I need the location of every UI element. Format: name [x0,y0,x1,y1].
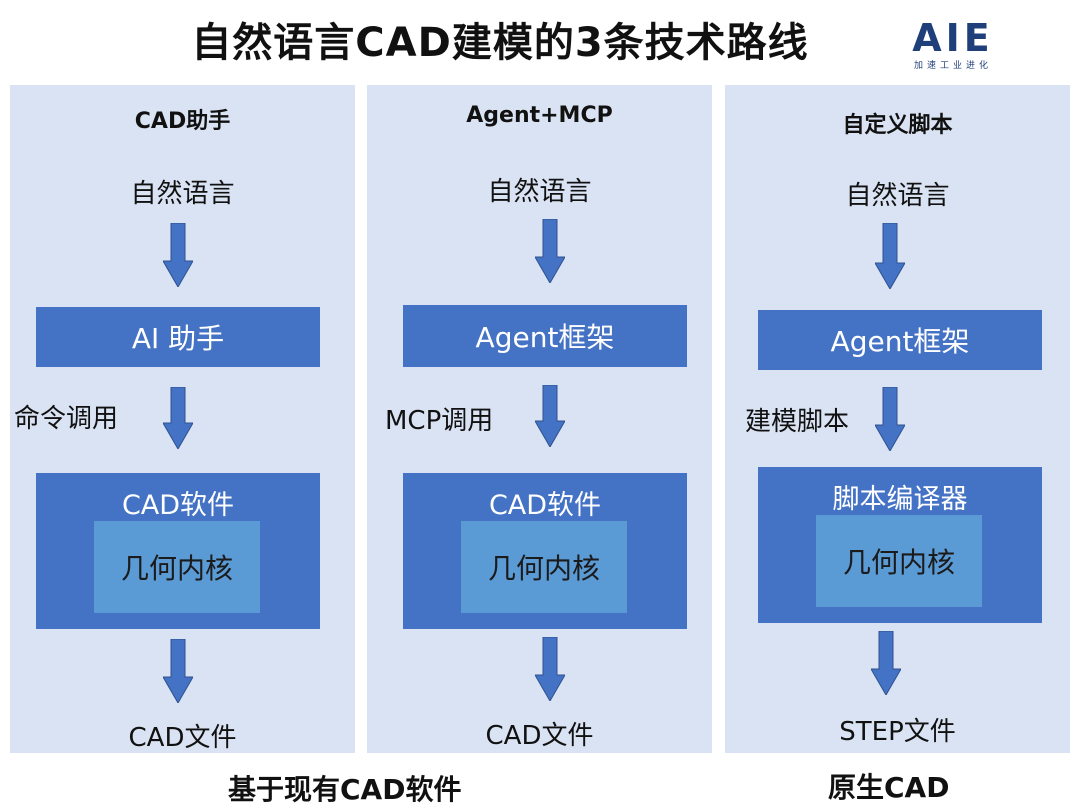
down-arrow-icon [535,219,565,283]
edge-label: MCP调用 [385,406,494,436]
input-label: 自然语言 [130,179,235,209]
down-arrow-icon [871,631,901,695]
cad-software-box: CAD软件 几何内核 [403,473,687,629]
panel-agent-mcp: Agent+MCP 自然语言 Agent框架 MCP调用 CAD软件 几何内核 … [367,85,712,753]
footer-right-label: 原生CAD [828,771,950,804]
cad-software-box: CAD软件 几何内核 [36,473,320,629]
geometry-kernel-box: 几何内核 [461,521,627,613]
input-label: 自然语言 [487,177,592,207]
down-arrow-icon [875,387,905,451]
ai-assistant-box: AI 助手 [36,307,320,367]
script-compiler-box: 脚本编译器 几何内核 [758,467,1042,623]
down-arrow-icon [163,223,193,287]
geometry-kernel-box: 几何内核 [816,515,982,607]
aie-logo: AIE 加速工业进化 [903,18,1003,71]
panel-title: CAD助手 [134,109,231,134]
logo-subtitle: 加速工业进化 [913,61,992,71]
down-arrow-icon [163,639,193,703]
panel-title: Agent+MCP [466,103,613,128]
agent-framework-box: Agent框架 [403,305,687,367]
logo-mark: AIE [912,16,994,60]
output-label: CAD文件 [485,721,594,751]
agent-framework-box: Agent框架 [758,310,1042,370]
output-label: STEP文件 [839,717,956,747]
input-label: 自然语言 [845,181,950,211]
page-title: 自然语言CAD建模的3条技术路线 [191,20,809,66]
edge-label: 命令调用 [14,404,119,434]
panel-custom-script: 自定义脚本 自然语言 Agent框架 建模脚本 脚本编译器 几何内核 STEP文… [725,85,1070,753]
outer-label: CAD软件 [488,490,602,521]
down-arrow-icon [163,387,193,449]
footer-left-label: 基于现有CAD软件 [228,773,462,806]
down-arrow-icon [535,637,565,701]
geometry-kernel-box: 几何内核 [94,521,260,613]
down-arrow-icon [875,223,905,289]
output-label: CAD文件 [128,723,237,753]
outer-label: 脚本编译器 [832,484,968,515]
panel-cad-assistant: CAD助手 自然语言 AI 助手 命令调用 CAD软件 几何内核 CAD文件 [10,85,355,753]
outer-label: CAD软件 [121,490,235,521]
panel-title: 自定义脚本 [842,113,953,138]
down-arrow-icon [535,385,565,447]
edge-label: 建模脚本 [745,407,850,437]
